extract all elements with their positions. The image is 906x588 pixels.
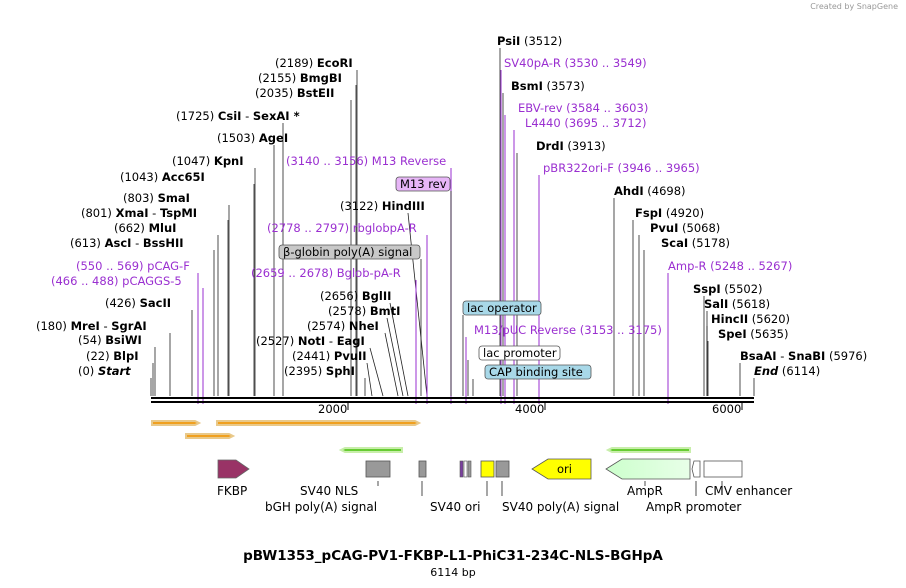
primer-pbr322ori-f[interactable]: pBR322ori-F (3946 .. 3965) [543, 161, 700, 175]
enzyme-site-asci[interactable]: (613) AscI - BssHII [70, 236, 184, 250]
enzyme-site-drdi[interactable]: DrdI (3913) [536, 139, 606, 153]
enzyme-site-sspi[interactable]: SspI (5502) [693, 282, 763, 296]
small-feature-2 [463, 460, 468, 478]
enzyme-site-xmai[interactable]: (801) XmaI - TspMI [81, 206, 197, 220]
enzyme-leader [384, 332, 399, 397]
sv40-polya-feature [495, 460, 510, 478]
primer-pcaggs-5[interactable]: (466 .. 488) pCAGGS-5 [51, 274, 182, 288]
enzyme-site-nhei[interactable]: (2574) NheI [307, 319, 379, 333]
fkbp-label: FKBP [217, 484, 247, 498]
enzyme-site-scai[interactable]: ScaI (5178) [661, 236, 730, 250]
m13-rev-box [395, 176, 451, 192]
enzyme-leader [389, 302, 409, 397]
enzyme-site-end[interactable]: End (6114) [754, 364, 820, 378]
primer-amp-r[interactable]: Amp-R (5248 .. 5267) [668, 259, 792, 273]
enzyme-site-csii[interactable]: (1725) CsiI - SexAI * [176, 109, 300, 123]
enzyme-site-hindiii[interactable]: (3122) HindIII [340, 199, 425, 213]
cap-binding-site-label[interactable]: CAP binding site [489, 365, 583, 379]
sv40-nls-feature [365, 460, 391, 478]
fkbp-feature [217, 459, 250, 479]
enzyme-leader [369, 347, 384, 397]
primer-arrow-green-1 [338, 447, 403, 453]
ampr-feature [605, 458, 691, 480]
primer-arrow-orange-2 [185, 433, 236, 439]
ampr-label: AmpR [627, 484, 663, 498]
lac-promoter-label[interactable]: lac promoter [483, 346, 557, 360]
bgh-polya-label: bGH poly(A) signal [265, 500, 377, 514]
ruler: 2000 4000 6000 [318, 402, 743, 416]
m13-rev-label[interactable]: M13 rev [400, 177, 447, 191]
enzyme-site-pvui[interactable]: PvuI (5068) [650, 221, 720, 235]
enzyme-site-smai[interactable]: (803) SmaI [123, 191, 190, 205]
ori-label-inside: ori [557, 462, 572, 476]
ampr-promoter-feature [691, 460, 701, 478]
enzyme-site-sali[interactable]: SalI (5618) [704, 297, 770, 311]
primer-m13-puc-reverse[interactable]: M13/pUC Reverse (3153 .. 3175) [474, 323, 662, 337]
lac-operator-label[interactable]: lac operator [467, 301, 537, 315]
enzyme-site-noti[interactable]: (2527) NotI - EagI [256, 334, 365, 348]
enzyme-site-sphi[interactable]: (2395) SphI [284, 364, 355, 378]
primer-arrow-orange-3 [216, 420, 422, 426]
enzyme-site-ecori[interactable]: (2189) EcoRI [275, 56, 353, 70]
lac-promoter-box [478, 345, 561, 361]
enzyme-site-ahdi[interactable]: AhdI (4698) [614, 184, 686, 198]
enzyme-leader [386, 317, 404, 397]
enzyme-site-pvuii[interactable]: (2441) PvuII [292, 349, 367, 363]
cap-binding-site-box [484, 364, 592, 380]
enzyme-site-blpi[interactable]: (22) BlpI [86, 349, 138, 363]
globin-poly-a-signal-label[interactable]: β-globin poly(A) signal [283, 245, 412, 259]
enzyme-site-agei[interactable]: (1503) AgeI [217, 131, 288, 145]
primer-l4440[interactable]: L4440 (3695 .. 3712) [525, 116, 646, 130]
enzyme-site-mlui[interactable]: (662) MluI [114, 221, 176, 235]
small-feature-3 [467, 460, 472, 478]
plasmid-title: pBW1353_pCAG-PV1-FKBP-L1-PhiC31-234C-NLS… [243, 548, 663, 564]
cmv-enhancer-label: CMV enhancer [705, 484, 792, 498]
enzyme-site-bsteii[interactable]: (2035) BstEII [255, 86, 334, 100]
snapgene-credit: Created by SnapGene [810, 2, 898, 11]
primer-arrow-orange-1 [151, 420, 202, 426]
plasmid-length: 6114 bp [430, 566, 476, 579]
enzyme-leader [407, 212, 428, 397]
ampr-promoter-label: AmpR promoter [646, 500, 741, 514]
ruler-tick-2000: 2000 [318, 402, 347, 416]
ruler-tick-4000: 4000 [515, 402, 544, 416]
enzyme-site-bsiwi[interactable]: (54) BsiWI [78, 333, 142, 347]
ori-feature [531, 458, 592, 480]
enzyme-site-spei[interactable]: SpeI (5635) [718, 327, 789, 341]
sv40-polya-label: SV40 poly(A) signal [502, 500, 619, 514]
sv40-nls-label: SV40 NLS [300, 484, 358, 498]
enzyme-site-bmti[interactable]: (2578) BmtI [328, 304, 400, 318]
enzyme-site-bglii[interactable]: (2656) BglII [320, 289, 391, 303]
ruler-tick-6000: 6000 [712, 402, 741, 416]
enzyme-site-psii[interactable]: PsiI (3512) [497, 34, 562, 48]
lac-operator-box [462, 300, 542, 316]
primer-ebv-rev[interactable]: EBV-rev (3584 .. 3603) [518, 101, 648, 115]
enzyme-site-bsaai[interactable]: BsaAI - SnaBI (5976) [740, 349, 867, 363]
enzyme-site-bmgbi[interactable]: (2155) BmgBI [258, 71, 342, 85]
primer-arrow-green-2 [605, 447, 691, 453]
primer-sv40pa-r[interactable]: SV40pA-R (3530 .. 3549) [504, 56, 647, 70]
sequence-backbone [151, 397, 754, 403]
enzyme-site-fspi[interactable]: FspI (4920) [635, 206, 704, 220]
enzyme-site-acc65i[interactable]: (1043) Acc65I [120, 170, 205, 184]
enzyme-site-kpni[interactable]: (1047) KpnI [172, 154, 244, 168]
small-feature-1 [459, 460, 464, 478]
enzyme-leader [366, 362, 373, 397]
enzyme-site-sacii[interactable]: (426) SacII [105, 296, 171, 310]
primer-pcag-f[interactable]: (550 .. 569) pCAG-F [76, 259, 190, 273]
enzyme-site-mrei[interactable]: (180) MreI - SgrAI [36, 319, 147, 333]
enzyme-site-start[interactable]: (0) Start [78, 364, 131, 378]
primer-bglob-pa-r[interactable]: (2659 .. 2678) Bglob-pA-R [251, 266, 401, 280]
sv40-ori-feature [480, 460, 495, 478]
sv40-ori-label: SV40 ori [430, 500, 481, 514]
primer-m13-reverse[interactable]: (3140 .. 3156) M13 Reverse [286, 154, 446, 168]
enzyme-site-hincii[interactable]: HincII (5620) [711, 312, 790, 326]
globin-poly-a-signal-box [278, 244, 421, 260]
cmv-enhancer-feature [703, 460, 743, 478]
bgh-polya-feature [418, 460, 427, 478]
enzyme-site-bsmi[interactable]: BsmI (3573) [511, 79, 585, 93]
primer-rbglobpa-r[interactable]: (2778 .. 2797) rbglobpA-R [267, 221, 417, 235]
